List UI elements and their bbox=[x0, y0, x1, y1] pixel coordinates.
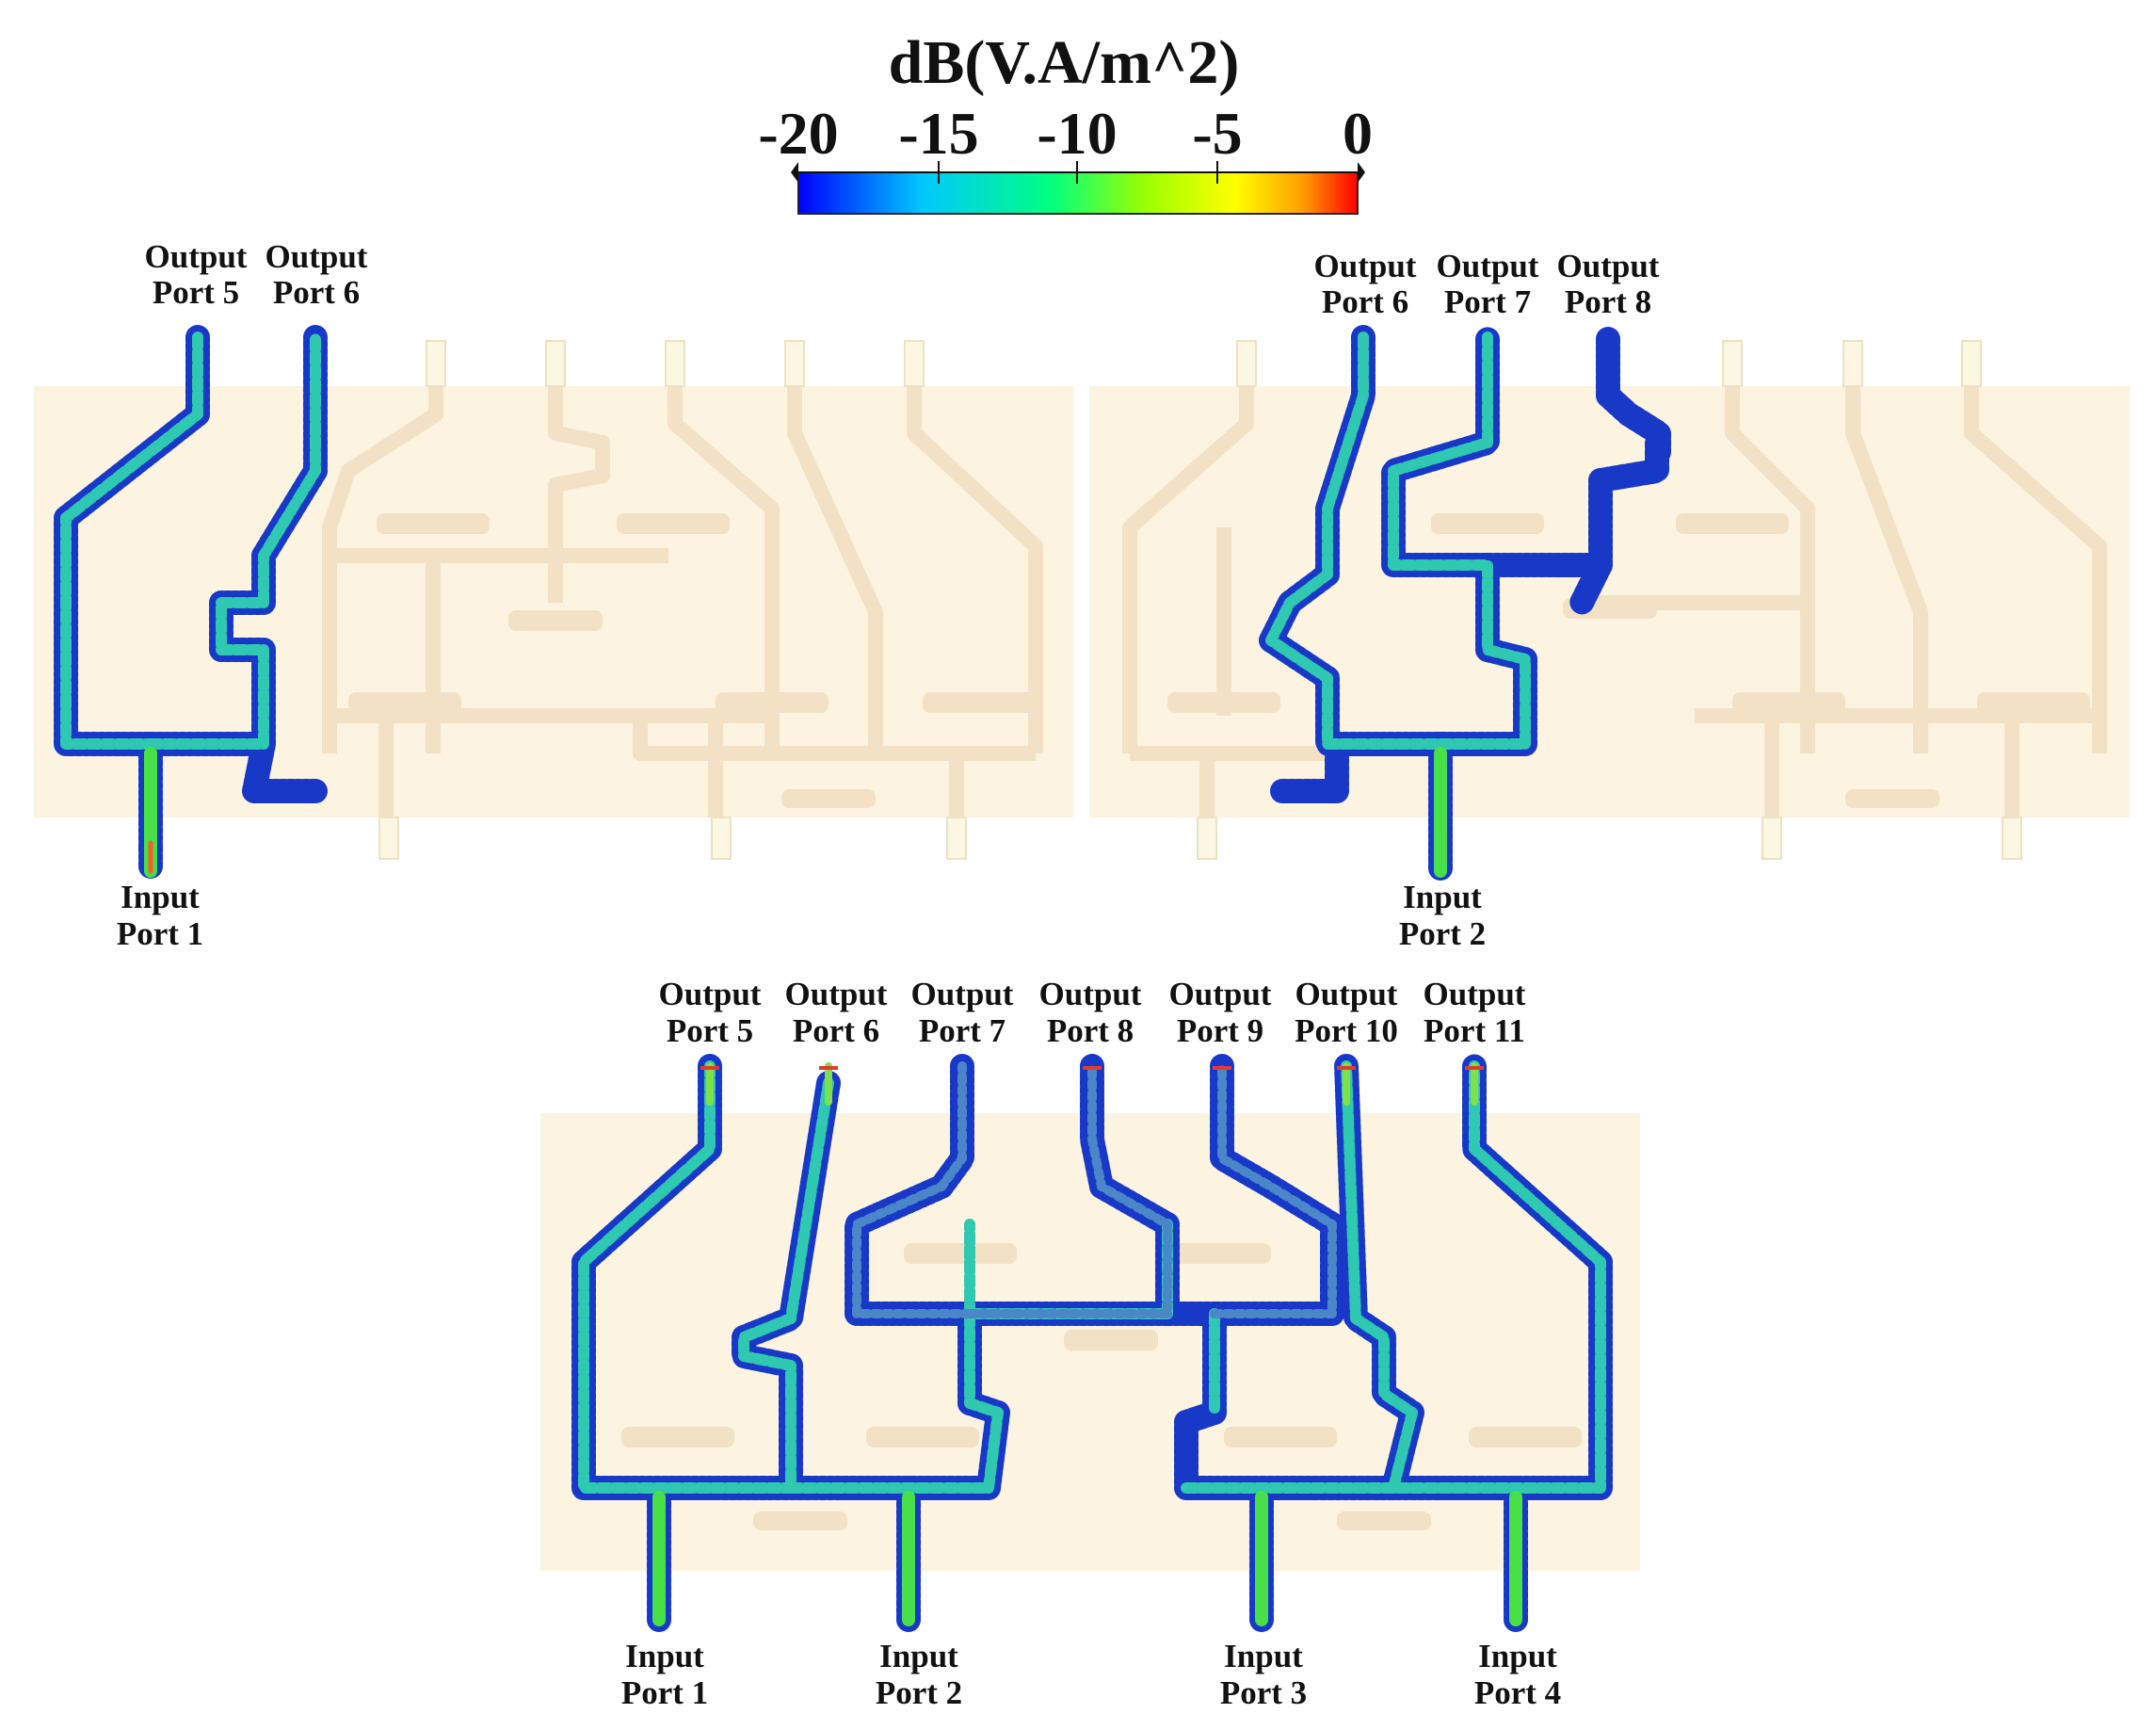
output-port-label: Port 7 bbox=[919, 1012, 1006, 1049]
output-port-label: Port 10 bbox=[1295, 1012, 1398, 1049]
input-port-label: Input bbox=[121, 879, 200, 915]
port-pads bbox=[378, 340, 967, 860]
input-port-label: Port 2 bbox=[876, 1674, 962, 1711]
field-vectors bbox=[571, 1054, 1613, 1632]
colorbar-arrow-right-icon bbox=[1358, 162, 1365, 183]
input-port-label: Input bbox=[1403, 879, 1482, 915]
colorbar-tick-label: -10 bbox=[1037, 100, 1117, 167]
port-pads bbox=[1197, 340, 2022, 860]
input-port-label: Port 4 bbox=[1474, 1674, 1561, 1711]
input-port-label: Port 1 bbox=[117, 915, 203, 952]
input-port-label: Port 2 bbox=[1399, 915, 1486, 952]
colorbar: dB(V.A/m^2) -20 -15 -10 -5 0 bbox=[758, 28, 1373, 215]
panel-top-left: Output Port 5 Output Port 6 Input Port 1 bbox=[34, 238, 1073, 952]
output-port-label: Output bbox=[1314, 248, 1417, 284]
panel-top-right: Output Port 6 Output Port 7 Output Port … bbox=[1089, 248, 2130, 952]
output-port-label: Port 5 bbox=[667, 1012, 753, 1049]
output-port-label: Port 11 bbox=[1424, 1012, 1525, 1049]
input-port-label: Port 1 bbox=[621, 1674, 708, 1711]
input-port-label: Port 3 bbox=[1220, 1674, 1307, 1711]
field-vectors bbox=[54, 325, 328, 879]
output-port-label: Output bbox=[1437, 248, 1539, 284]
panel-bottom: Output Port 5 Output Port 6 Output Port … bbox=[540, 976, 1640, 1711]
input-port-label: Input bbox=[1478, 1638, 1557, 1674]
colorbar-tick-label: -15 bbox=[898, 100, 978, 167]
input-port-label: Input bbox=[625, 1638, 704, 1674]
colorbar-tick-marks bbox=[938, 161, 1218, 184]
output-port-label: Port 9 bbox=[1177, 1012, 1263, 1049]
output-port-label: Output bbox=[1169, 976, 1272, 1012]
output-port-label: Output bbox=[1039, 976, 1142, 1012]
output-port-label: Port 8 bbox=[1047, 1012, 1134, 1049]
input-port-label: Input bbox=[1224, 1638, 1303, 1674]
output-port-label: Port 6 bbox=[273, 274, 360, 311]
output-port-label: Port 7 bbox=[1444, 283, 1531, 320]
colorbar-arrow-left-icon bbox=[791, 162, 798, 183]
microstrip-traces bbox=[322, 386, 1043, 817]
output-port-label: Port 5 bbox=[153, 274, 239, 311]
faint-pads bbox=[348, 513, 1036, 808]
output-port-label: Port 8 bbox=[1565, 283, 1651, 320]
microstrip-traces bbox=[1122, 386, 2107, 817]
faint-pads bbox=[1167, 513, 2090, 808]
faint-pads bbox=[621, 1243, 1582, 1530]
output-port-label: Port 6 bbox=[1322, 283, 1408, 320]
output-port-label: Port 6 bbox=[793, 1012, 879, 1049]
output-port-label: Output bbox=[911, 976, 1014, 1012]
colorbar-unit-label: dB(V.A/m^2) bbox=[889, 28, 1240, 97]
input-port-label: Input bbox=[879, 1638, 958, 1674]
output-port-label: Output bbox=[659, 976, 762, 1012]
output-port-label: Output bbox=[265, 238, 368, 275]
output-port-label: Output bbox=[1295, 976, 1398, 1012]
colorbar-tick-label: -5 bbox=[1192, 100, 1242, 167]
field-vectors bbox=[1259, 325, 1671, 883]
output-port-label: Output bbox=[1557, 248, 1660, 284]
output-port-label: Output bbox=[1424, 976, 1526, 1012]
output-port-label: Output bbox=[785, 976, 888, 1012]
output-port-label: Output bbox=[145, 238, 248, 275]
colorbar-tick-label: -20 bbox=[758, 100, 838, 167]
colorbar-tick-label: 0 bbox=[1343, 100, 1373, 167]
